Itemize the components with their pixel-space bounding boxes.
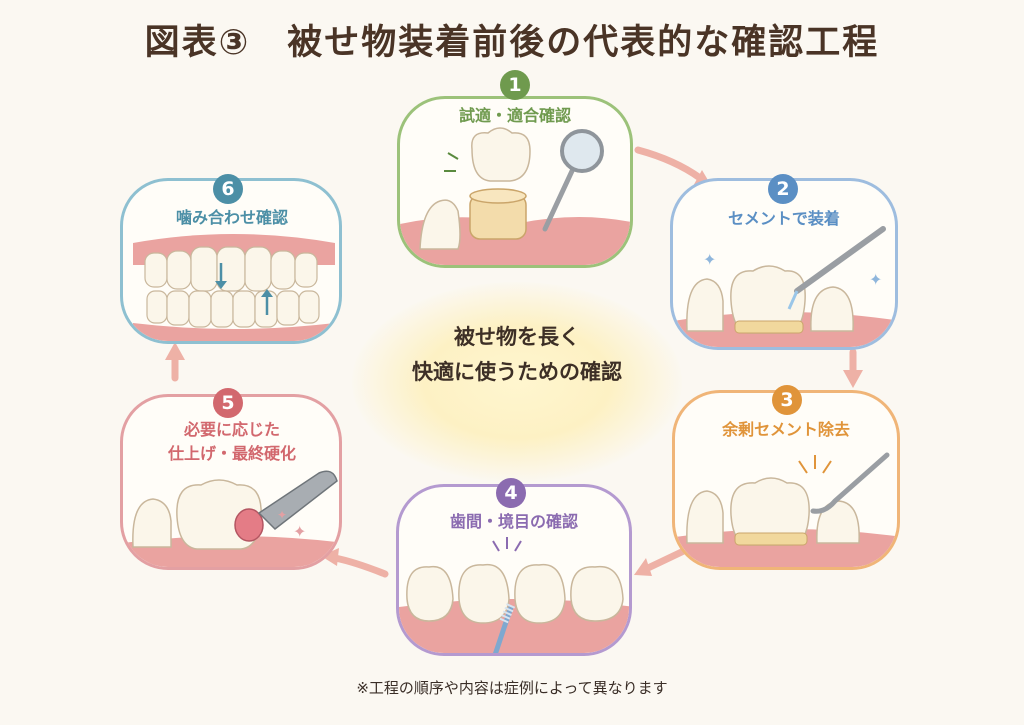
arrow-4-to-5 — [331, 554, 389, 578]
step-1-card — [397, 96, 633, 268]
center-message-line-2: 快適に使うための確認 — [412, 360, 622, 384]
step-3-card — [672, 390, 900, 570]
step-1-badge: 1 — [500, 70, 530, 100]
step-4-label: 歯間・境目の確認 — [449, 512, 578, 531]
step-3-label: 余剰セメント除去 — [722, 420, 850, 439]
footnote: ※工程の順序や内容は症例によって異なります — [356, 679, 668, 697]
step-4-illustration — [399, 487, 629, 653]
svg-text:✦: ✦ — [293, 522, 306, 541]
step-2-badge: 2 — [768, 174, 798, 204]
step-6-label: 噛み合わせ確認 — [175, 208, 288, 227]
step-5-label: 必要に応じた 仕上げ・最終硬化 — [132, 418, 332, 466]
svg-text:✦: ✦ — [869, 270, 882, 289]
arrow-head-4 — [634, 558, 652, 576]
figure-title: 図表③ 被せ物装着前後の代表的な確認工程 — [144, 23, 880, 63]
arrow-head-6 — [165, 342, 185, 360]
step-1-illustration — [400, 99, 630, 265]
arrow-head-3 — [843, 370, 863, 388]
step-5-label-line-1: 必要に応じた — [183, 420, 280, 439]
step-2-illustration: ✦ ✦ — [673, 181, 895, 347]
center-message: 被せ物を長く 快適に使うための確認 — [362, 320, 672, 390]
step-4-badge: 4 — [496, 478, 526, 508]
step-5-badge: 5 — [213, 388, 243, 418]
step-6-illustration — [123, 181, 339, 341]
step-4-card — [396, 484, 632, 656]
step-2-label: セメントで装着 — [728, 209, 840, 228]
step-5-card: ✦ ✦ — [120, 394, 342, 570]
step-6-badge: 6 — [213, 174, 243, 204]
center-message-line-1: 被せ物を長く — [454, 325, 580, 349]
arrow-1-to-2 — [634, 146, 704, 182]
step-2-card: ✦ ✦ — [670, 178, 898, 350]
step-6-card — [120, 178, 342, 344]
step-3-badge: 3 — [772, 385, 802, 415]
step-5-illustration: ✦ ✦ — [123, 397, 339, 567]
step-1-label: 試適・適合確認 — [458, 106, 571, 125]
svg-text:✦: ✦ — [703, 250, 716, 269]
svg-text:✦: ✦ — [277, 508, 287, 522]
center-glow — [352, 282, 682, 482]
step-5-label-line-2: 仕上げ・最終硬化 — [167, 444, 296, 463]
step-3-illustration — [675, 393, 897, 567]
